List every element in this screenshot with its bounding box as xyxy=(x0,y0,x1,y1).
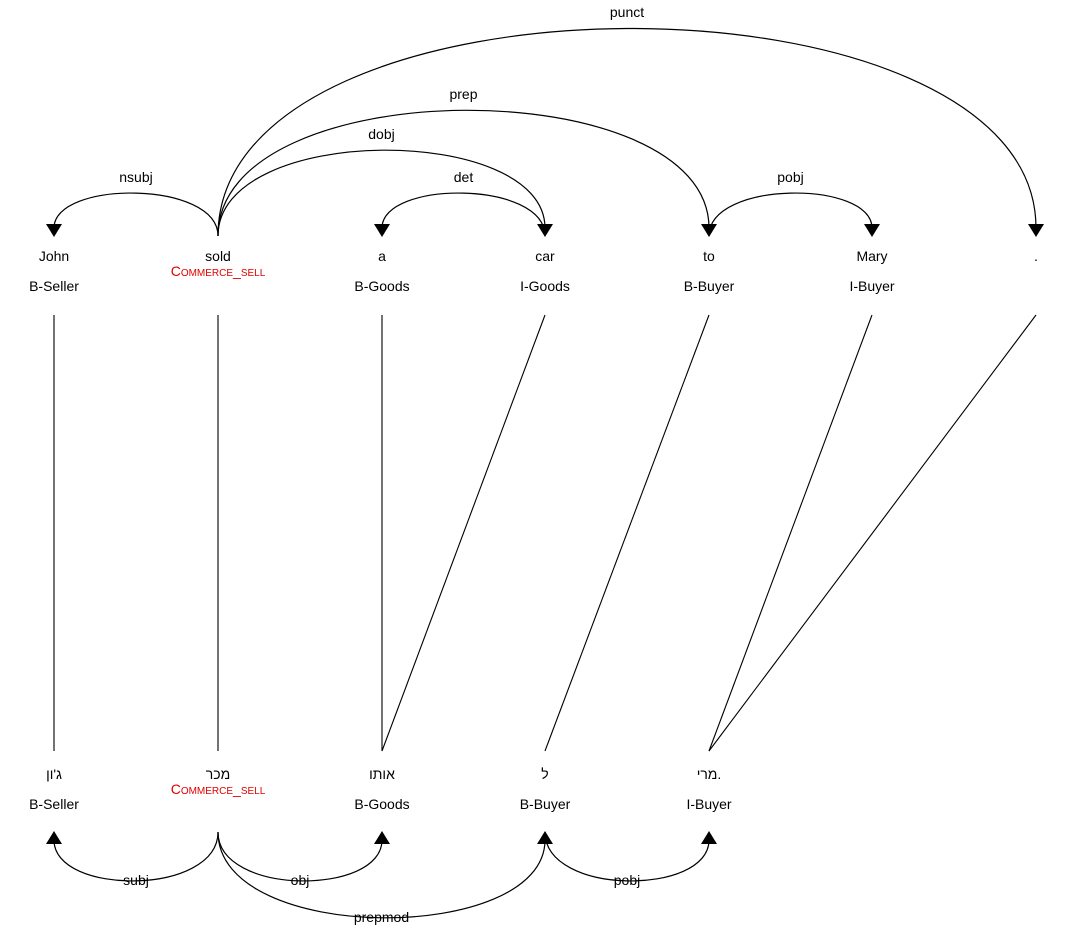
english-word-0: John xyxy=(39,248,69,264)
english-arc-det xyxy=(381,192,546,237)
hebrew-arc-label-pobj: pobj xyxy=(614,872,640,888)
hebrew-word-4: מרי. xyxy=(697,766,722,782)
english-arc-nsubj xyxy=(53,192,219,237)
english-arc-dobj xyxy=(217,149,546,237)
hebrew-word-2: אותו xyxy=(369,766,395,782)
alignment-line-5-4 xyxy=(708,314,873,752)
english-frame-label-1: Commerce_sell xyxy=(171,263,266,279)
english-arc-label-punct: punct xyxy=(610,4,644,20)
english-arc-label-det: det xyxy=(454,169,474,185)
english-arrowhead-det xyxy=(374,224,390,237)
hebrew-word-1: מכר xyxy=(206,766,230,782)
english-arc-pobj xyxy=(708,192,873,237)
alignment-line-3-2 xyxy=(381,314,546,752)
hebrew-arrowhead-obj xyxy=(374,831,390,844)
hebrew-arc-label-obj: obj xyxy=(291,872,310,888)
hebrew-arc-pobj xyxy=(544,831,710,882)
english-arrowhead-dobj xyxy=(537,224,553,237)
hebrew-frame-label-1: Commerce_sell xyxy=(171,781,266,797)
english-dependency-arcs: nsubj det dobj prep pobj punct xyxy=(46,4,1044,237)
alignment-line-6-4 xyxy=(708,314,1037,752)
english-arc-punct xyxy=(217,27,1037,237)
alignment-lines xyxy=(53,314,1037,752)
english-arc-label-dobj: dobj xyxy=(368,126,394,142)
hebrew-dependency-arcs: subj obj prepmod pobj xyxy=(46,831,717,925)
english-tag-b-buyer-4: B-Buyer xyxy=(684,278,735,294)
hebrew-arc-label-subj: subj xyxy=(123,872,149,888)
english-word-1: sold xyxy=(205,248,231,264)
english-word-3: car xyxy=(535,248,555,264)
hebrew-tag-b-buyer-3: B-Buyer xyxy=(520,796,571,812)
hebrew-word-3: ל xyxy=(541,766,548,782)
english-arrowhead-nsubj xyxy=(46,224,62,237)
hebrew-arrowhead-pobj xyxy=(701,831,717,844)
english-tag-b-seller-0: B-Seller xyxy=(29,278,79,294)
hebrew-arc-subj xyxy=(53,831,219,882)
english-arc-label-prep: prep xyxy=(449,86,477,102)
english-tag-i-goods-3: I-Goods xyxy=(520,278,570,294)
english-word-6: . xyxy=(1034,248,1038,264)
hebrew-tag-i-buyer-4: I-Buyer xyxy=(686,796,731,812)
english-arc-label-nsubj: nsubj xyxy=(119,169,152,185)
hebrew-arc-prepmod xyxy=(217,831,546,919)
hebrew-arrowhead-subj xyxy=(46,831,62,844)
english-arc-label-pobj: pobj xyxy=(777,169,803,185)
hebrew-arc-label-prepmod: prepmod xyxy=(354,909,409,925)
alignment-line-4-3 xyxy=(544,314,710,752)
english-arc-prep xyxy=(217,109,710,237)
hebrew-tag-b-seller-0: B-Seller xyxy=(29,796,79,812)
hebrew-arc-obj xyxy=(217,831,383,882)
english-tag-b-goods-2: B-Goods xyxy=(354,278,409,294)
english-tag-i-buyer-5: I-Buyer xyxy=(849,278,894,294)
english-word-5: Mary xyxy=(856,248,887,264)
hebrew-tag-b-goods-2: B-Goods xyxy=(354,796,409,812)
english-word-2: a xyxy=(378,248,386,264)
english-arrowhead-pobj xyxy=(864,224,880,237)
hebrew-word-0: ג'ון xyxy=(46,766,62,782)
english-arrowhead-punct xyxy=(1028,224,1044,237)
english-word-4: to xyxy=(703,248,715,264)
